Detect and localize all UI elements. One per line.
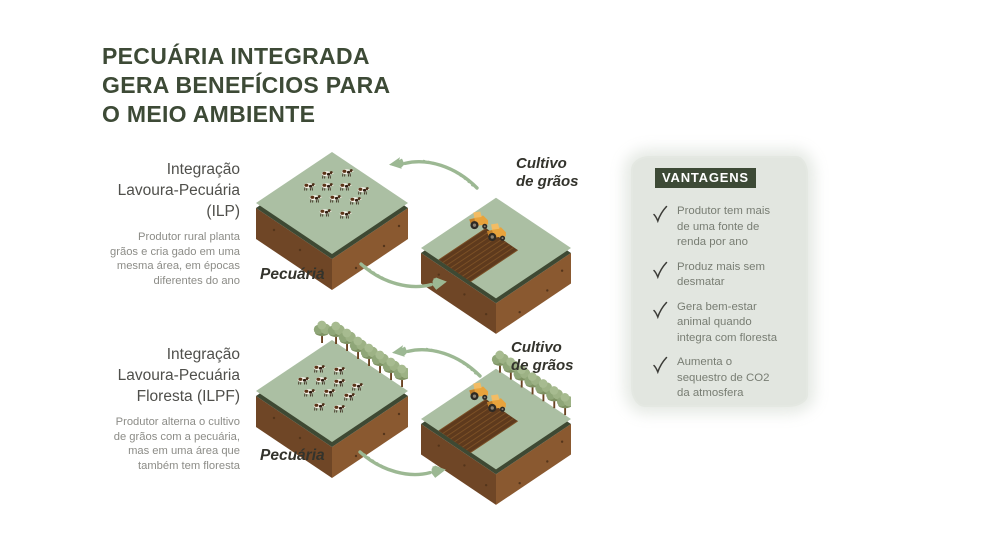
ilpf-heading-line: Floresta (ILPF) [136,388,240,405]
advantage-item: Aumenta o sequestro de CO2 da atmosfera [651,355,794,402]
ilp-heading-line: (ILP) [206,203,240,220]
advantage-text: Aumenta o sequestro de CO2 da atmosfera [677,356,770,399]
page-title-line: O MEIO AMBIENTE [102,101,316,127]
check-icon [653,205,668,222]
ilp-heading: Integração Lavoura-Pecuária (ILP) [94,159,240,222]
advantage-text: Produtor tem mais de uma fonte de renda … [677,205,771,248]
ilp-heading-line: Integração [166,161,240,178]
ilpf-heading-line: Integração [166,346,240,363]
advantages-list: Produtor tem mais de uma fonte de renda … [651,204,794,402]
advantages-header: VANTAGENS [655,168,756,188]
advantage-text: Produz mais sem desmatar [677,260,765,289]
ilpf-description-line: de grãos com a pecuária, [113,430,240,443]
advantage-text: Gera bem-estar animal quando integra com… [677,300,778,344]
ilpf-heading-line: Lavoura-Pecuária [117,367,240,384]
ilpf-section-text: Integração Lavoura-Pecuária Floresta (IL… [94,344,240,473]
check-icon [653,356,668,373]
crop-label-line: de grãos [516,172,579,190]
ilpf-description-line: também tem floresta [138,459,240,472]
ilp-description: Produtor rural planta grãos e cria gado … [94,230,240,288]
pasture-label-ilp: Pecuária [260,266,325,283]
cycle-arrow-left-icon [387,155,479,190]
ilp-section-text: Integração Lavoura-Pecuária (ILP) Produt… [94,159,240,288]
cycle-arrow-left-icon [390,343,482,378]
crop-label-line: de grãos [511,356,574,374]
ilp-description-line: mesma área, em épocas [116,260,240,272]
ilp-description-line: Produtor rural planta [138,231,240,243]
cycle-arrow-right-icon [358,450,448,480]
ilp-description-line: grãos e cria gado em uma [110,245,240,258]
ilpf-description: Produtor alterna o cultivo de grãos com … [94,415,240,473]
page-title-line: PECUÁRIA INTEGRADA [102,43,370,69]
ilpf-description-line: Produtor alterna o cultivo [115,416,240,428]
crop-label-line: Cultivo [516,155,567,172]
advantage-item: Produtor tem mais de uma fonte de renda … [651,204,794,251]
cycle-arrow-right-icon [359,262,449,292]
page-title-line: GERA BENEFÍCIOS PARA [102,72,391,98]
check-icon [653,301,668,318]
crop-label-line: Cultivo [511,339,562,356]
advantage-item: Gera bem-estar animal quando integra com… [651,300,794,347]
advantage-item: Produz mais sem desmatar [651,260,794,291]
crop-label-ilpf: Cultivo de grãos [511,339,574,374]
ilpf-description-line: mas em uma área que [128,445,240,457]
page-title: PECUÁRIA INTEGRADA GERA BENEFÍCIOS PARA … [102,42,390,129]
advantages-panel: VANTAGENS Produtor tem mais de uma fonte… [633,158,806,405]
ilp-heading-line: Lavoura-Pecuária [117,182,240,199]
crop-label-ilp: Cultivo de grãos [516,155,579,190]
ilpf-heading: Integração Lavoura-Pecuária Floresta (IL… [94,344,240,407]
check-icon [653,261,668,278]
pasture-label-ilpf: Pecuária [260,447,325,464]
ilp-description-line: diferentes do ano [153,274,240,287]
